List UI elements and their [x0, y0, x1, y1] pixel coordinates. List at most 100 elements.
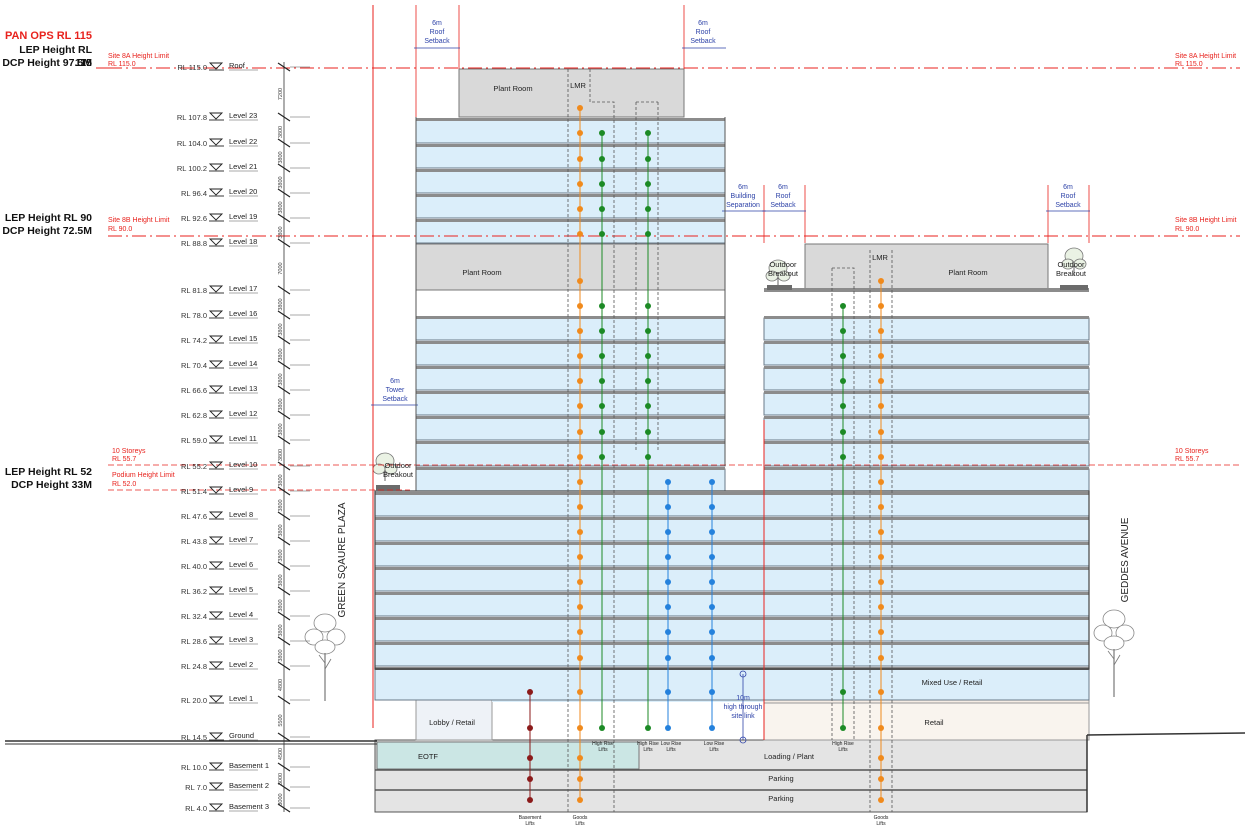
high-rise-lifts-label: Lifts	[643, 747, 653, 753]
goods-lift-stop	[577, 278, 583, 284]
level-rl-label: RL 24.8	[181, 662, 207, 671]
level-marker-icon	[208, 410, 224, 418]
tower-b-floor	[763, 442, 1090, 467]
tower-a-floor	[415, 195, 726, 219]
goods-lift-stop	[577, 689, 583, 695]
goods-lifts-label: Goods	[874, 815, 889, 821]
level-name-label: Roof	[229, 61, 246, 70]
level-rl-label: RL 43.8	[181, 537, 207, 546]
storeys-title-right: 10 Storeys	[1175, 448, 1209, 455]
high-rise-lift-stop	[645, 725, 651, 731]
roof-setback-label: 6m	[432, 20, 442, 27]
podium-title: Podium Height Limit	[112, 472, 175, 479]
outdoor-breakout-label: Breakout	[383, 470, 414, 479]
lmr-label: LMR	[570, 81, 586, 90]
level-marker-icon	[208, 385, 224, 393]
floor-slab	[416, 169, 725, 172]
outdoor-breakout-label: Breakout	[1056, 269, 1087, 278]
dimension-tick	[277, 486, 291, 496]
floor-slab	[375, 642, 1089, 645]
level-name-label: Basement 3	[229, 802, 269, 811]
high-rise-lift-stop	[599, 328, 605, 334]
low-rise-lift-stop	[665, 479, 671, 485]
dimension-value: 3800	[278, 151, 284, 163]
roof-setback-label: Roof	[776, 193, 791, 200]
level-name-label: Level 6	[229, 560, 253, 569]
high-rise-lift-stop	[645, 206, 651, 212]
level-name-label: Basement 1	[229, 761, 269, 770]
level-rl-label: RL 7.0	[185, 783, 207, 792]
street-label-geddes: GEDDES AVENUE	[1120, 517, 1131, 602]
goods-lift-stop	[577, 504, 583, 510]
low-rise-lift-stop	[665, 579, 671, 585]
tower-setback-label: Setback	[382, 396, 408, 403]
retail-label: Retail	[924, 718, 944, 727]
level-name-label: Basement 2	[229, 781, 269, 790]
floor-slab	[764, 391, 1089, 394]
floor-slab	[416, 219, 725, 222]
dimension-tick	[277, 782, 291, 792]
goods-lift-stop	[878, 479, 884, 485]
level-rl-label: RL 107.8	[177, 113, 207, 122]
goods-lift-stop	[577, 130, 583, 136]
floor-slab	[764, 341, 1089, 344]
dimension-tick	[277, 803, 291, 813]
level-marker-icon	[208, 112, 224, 120]
low-rise-lift-stop	[665, 504, 671, 510]
level-name-label: Level 3	[229, 635, 253, 644]
lmr-label: LMR	[872, 253, 888, 262]
planter	[376, 485, 400, 491]
level-rl-label: RL 4.0	[185, 804, 207, 813]
loading-label: Loading / Plant	[764, 752, 815, 761]
goods-lift-stop	[878, 755, 884, 761]
high-rise-lift-stop	[645, 328, 651, 334]
dimension-tick	[277, 410, 291, 420]
goods-lift-stop	[878, 579, 884, 585]
storeys-rl: RL 55.7	[112, 456, 136, 463]
level-rl-label: RL 55.2	[181, 462, 207, 471]
low-rise-lift-stop	[665, 529, 671, 535]
level-rl-label: RL 51.4	[181, 487, 207, 496]
dimension-value: 4500	[278, 748, 284, 760]
plant-room-label: Plant Room	[493, 84, 532, 93]
floor-slab	[416, 416, 725, 419]
level-marker-icon	[208, 461, 224, 469]
dimension-tick	[277, 285, 291, 295]
goods-lift-stop	[878, 278, 884, 284]
low-rise-lift-stop	[709, 479, 715, 485]
goods-lift-stop	[577, 776, 583, 782]
dimension-value: 3800	[278, 176, 284, 188]
basement-lift-stop	[527, 689, 533, 695]
goods-lift-stop	[878, 554, 884, 560]
high-rise-lifts-label: High Rise	[832, 741, 854, 747]
dimension-tick	[277, 360, 291, 370]
dimension-tick	[277, 112, 291, 122]
level-marker-icon	[208, 285, 224, 293]
high-rise-lift-stop	[599, 206, 605, 212]
high-rise-lift-stop	[645, 130, 651, 136]
roof-setback-label: Setback	[1055, 202, 1081, 209]
high-rise-lift-stop	[599, 403, 605, 409]
roof-setback-label: 6m	[778, 184, 788, 191]
level-marker-icon	[208, 238, 224, 246]
goods-lift-stop	[577, 454, 583, 460]
goods-lift-stop	[878, 403, 884, 409]
goods-lift-stop	[577, 156, 583, 162]
floor-slab	[416, 144, 725, 147]
high-rise-lift-stop	[645, 231, 651, 237]
high-rise-lift-stop	[599, 156, 605, 162]
tower-a-roof-plant-room	[458, 68, 685, 118]
lep-height-52: LEP Height RL 52	[4, 466, 92, 478]
site8a-rl: RL 115.0	[108, 61, 136, 68]
lobby-retail-label: Lobby / Retail	[429, 718, 475, 727]
level-rl-label: RL 36.2	[181, 587, 207, 596]
outdoor-breakout-label: Outdoor	[1057, 260, 1085, 269]
tower-b-floor	[763, 367, 1090, 391]
floor-slab	[764, 366, 1089, 369]
basement-lift-stop	[527, 797, 533, 803]
level-marker-icon	[208, 511, 224, 519]
site8b-title-right: Site 8B Height Limit	[1175, 217, 1237, 224]
dimension-tick	[277, 188, 291, 198]
tower-b-plant-room	[804, 243, 1049, 291]
